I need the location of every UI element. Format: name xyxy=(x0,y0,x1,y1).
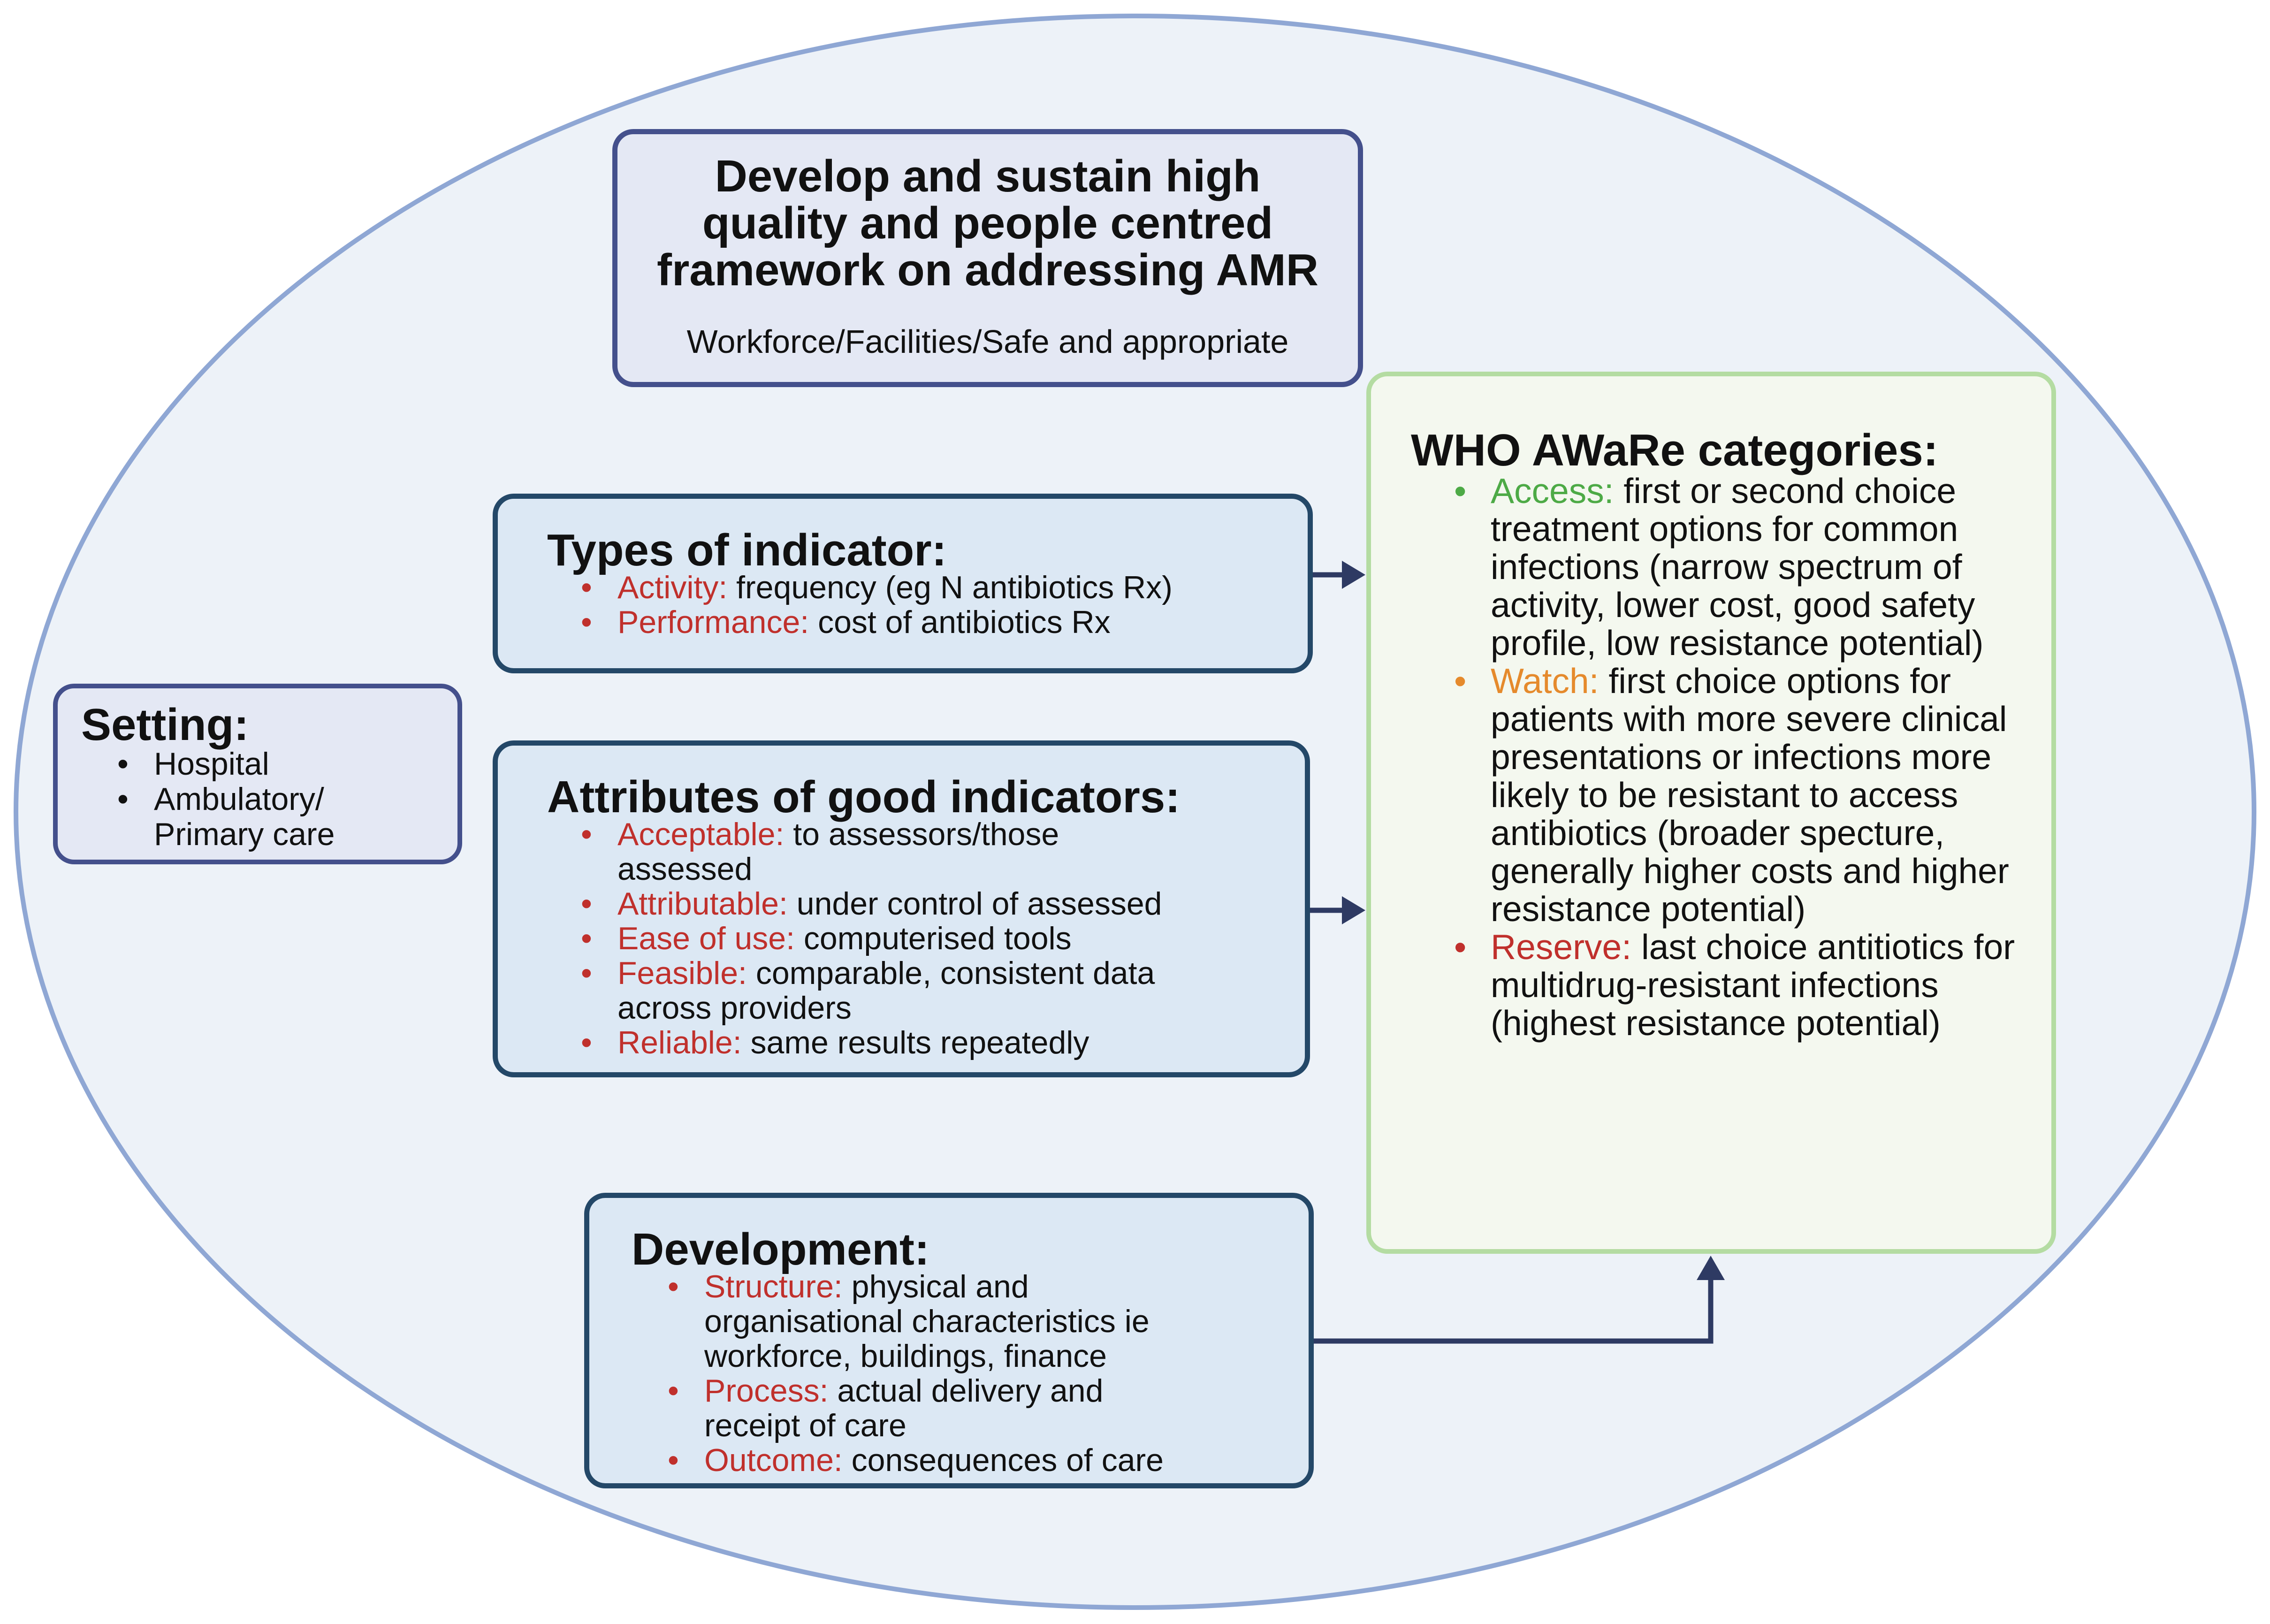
types-title: Types of indicator: xyxy=(547,525,947,575)
attributes-item-attributable: Attributable: under control of assessed xyxy=(581,886,1265,922)
item-term: Feasible: xyxy=(617,955,747,991)
setting-item-hospital: Hospital xyxy=(117,747,457,782)
item-text: actual delivery and receipt of care xyxy=(704,1373,1104,1443)
development-item-outcome: Outcome: consequences of care xyxy=(668,1442,1234,1478)
goal-title-line: quality and people centred xyxy=(702,198,1273,248)
item-term: Attributable: xyxy=(617,886,788,922)
development-list: Structure: physical and organisational c… xyxy=(668,1269,1234,1478)
development-item-structure: Structure: physical and organisational c… xyxy=(668,1269,1234,1374)
attributes-title: Attributes of good indicators: xyxy=(547,772,1181,822)
types-box: Types of indicator: Activity: frequency … xyxy=(493,494,1313,673)
item-text: computerised tools xyxy=(795,921,1072,956)
goal-subtitle: Workforce/Facilities/Safe and appropriat… xyxy=(686,323,1289,360)
development-item-process: Process: actual delivery and receipt of … xyxy=(668,1373,1173,1443)
types-item-performance: Performance: cost of antibiotics Rx xyxy=(581,604,1308,640)
item-text: first or second choice treatment options… xyxy=(1491,471,1984,663)
aware-list: Access: first or second choice treatment… xyxy=(1454,471,2016,1043)
item-term: Outcome: xyxy=(704,1442,843,1478)
item-term: Watch: xyxy=(1491,661,1599,701)
arrowhead-development xyxy=(1697,1256,1725,1280)
aware-item-reserve: Reserve: last choice antitiotics for mul… xyxy=(1454,927,2016,1043)
item-text: cost of antibiotics Rx xyxy=(809,604,1111,640)
setting-box: Setting: Hospital Ambulatory/ Primary ca… xyxy=(53,684,462,864)
item-term: Reserve: xyxy=(1491,927,1632,967)
item-text: first choice options for patients with m… xyxy=(1491,661,2009,929)
attributes-list: Acceptable: to assessors/those assessed … xyxy=(581,816,1265,1060)
goal-title-line: framework on addressing AMR xyxy=(656,245,1319,295)
item-term: Ease of use: xyxy=(617,921,795,956)
development-title: Development: xyxy=(632,1224,929,1274)
setting-item-ambulatory: Ambulatory/ Primary care xyxy=(117,781,457,852)
aware-box: WHO AWaRe categories: Access: first or s… xyxy=(1366,372,2056,1254)
attributes-box: Attributes of good indicators: Acceptabl… xyxy=(493,740,1310,1077)
item-text: to assessors/those assessed xyxy=(617,816,1059,887)
goal-title-line: Develop and sustain high xyxy=(715,151,1261,201)
goal-title: Develop and sustain high quality and peo… xyxy=(617,153,1358,294)
attributes-item-acceptable: Acceptable: to assessors/those assessed xyxy=(581,816,1152,887)
item-text: same results repeatedly xyxy=(741,1025,1089,1060)
setting-item-line: Ambulatory/ xyxy=(154,781,324,817)
item-text: consequences of care xyxy=(842,1442,1164,1478)
aware-title: WHO AWaRe categories: xyxy=(1411,425,1938,475)
setting-list: Hospital Ambulatory/ Primary care xyxy=(117,747,457,852)
types-list: Activity: frequency (eg N antibiotics Rx… xyxy=(581,570,1308,640)
arrow-development-to-aware xyxy=(1314,1276,1714,1344)
item-text: under control of assessed xyxy=(787,886,1162,922)
item-text: last choice antitiotics for multidrug-re… xyxy=(1491,927,2015,1043)
item-term: Reliable: xyxy=(617,1025,742,1060)
attributes-item-ease-of-use: Ease of use: computerised tools xyxy=(581,921,1265,956)
item-term: Activity: xyxy=(617,570,728,605)
attributes-item-reliable: Reliable: same results repeatedly xyxy=(581,1025,1265,1060)
setting-title: Setting: xyxy=(81,700,249,750)
item-term: Performance: xyxy=(617,604,809,640)
development-box: Development: Structure: physical and org… xyxy=(584,1193,1314,1488)
goal-box: Develop and sustain high quality and peo… xyxy=(612,129,1363,387)
arrowhead-types xyxy=(1342,561,1365,589)
item-term: Acceptable: xyxy=(617,816,785,852)
aware-item-access: Access: first or second choice treatment… xyxy=(1454,471,2016,663)
item-text: physical and organisational characterist… xyxy=(704,1269,1150,1374)
arrowhead-attributes xyxy=(1342,896,1365,924)
item-text: comparable, consistent data across provi… xyxy=(617,955,1155,1026)
setting-item-line: Primary care xyxy=(154,816,335,852)
item-term: Structure: xyxy=(704,1269,843,1304)
item-term: Process: xyxy=(704,1373,829,1409)
types-item-activity: Activity: frequency (eg N antibiotics Rx… xyxy=(581,570,1308,605)
item-text: frequency (eg N antibiotics Rx) xyxy=(727,570,1173,605)
item-term: Access: xyxy=(1491,471,1614,511)
aware-item-watch: Watch: first choice options for patients… xyxy=(1454,661,2016,929)
attributes-item-feasible: Feasible: comparable, consistent data ac… xyxy=(581,955,1246,1026)
